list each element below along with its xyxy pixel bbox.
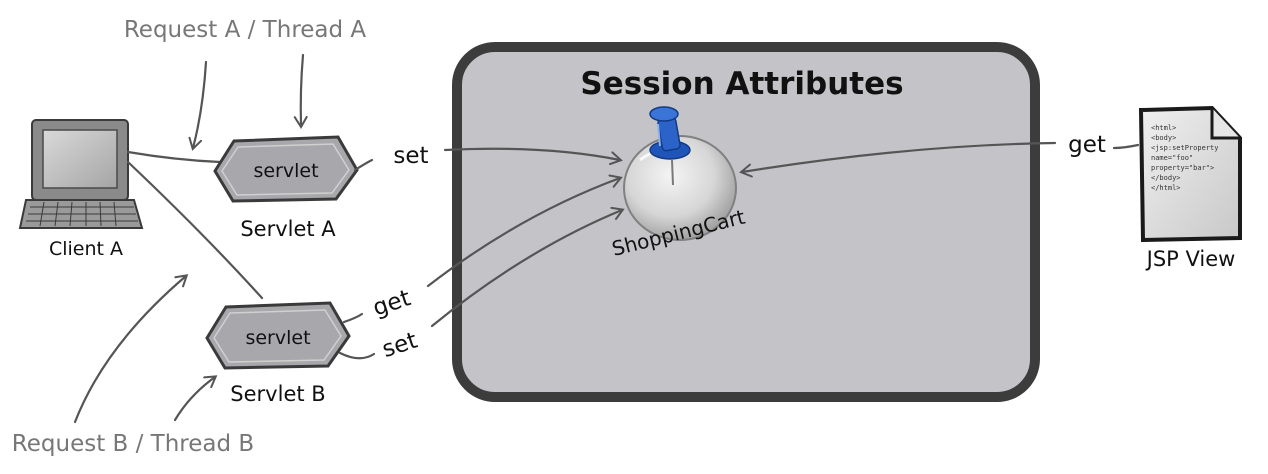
servlet-a-shape-text: servlet [253,160,318,182]
jsp-code-line: name="foo" [1151,154,1193,162]
jsp-code-line: </html> [1151,184,1181,192]
servlet-b-label: Servlet B [230,382,325,406]
servlet-a-label: Servlet A [240,217,336,241]
request-b: Request B / Thread B [12,274,254,457]
jsp-label: JSP View [1145,247,1236,271]
servlet-a-set-arrow: set [353,143,623,172]
session-title: Session Attributes [580,66,903,102]
jsp-code-line: <jsp:setProperty [1151,144,1218,152]
jsp-code-line: <body> [1151,134,1176,142]
jsp-code-line: <html> [1151,124,1176,132]
jsp-code-lines: <html> <body> <jsp:setProperty name="foo… [1151,124,1218,192]
servlet-b-shape-text: servlet [245,327,310,349]
servlet-a[interactable]: servlet [213,135,359,203]
jsp-code-line: </body> [1151,174,1181,182]
jsp-get-arrow: get [739,132,1140,178]
servlet-a-set-label: set [393,143,428,169]
push-pin-icon [649,106,691,186]
client-computer-icon [18,119,144,229]
jsp-code-line: property="bar"> [1151,164,1214,172]
jsp-page-icon: <html> <body> <jsp:setProperty name="foo… [1138,105,1242,243]
servlet-b-set-label: set [379,328,420,364]
servlet-b[interactable]: servlet [205,301,351,370]
client-connections [126,150,264,300]
request-a-label: Request A / Thread A [124,17,367,43]
client-label: Client A [49,238,123,260]
request-a: Request A / Thread A [124,17,367,151]
servlet-b-get-label: get [370,285,414,321]
jsp-get-label: get [1068,132,1106,158]
session-box: Session Attributes [452,42,1040,402]
request-b-label: Request B / Thread B [12,431,254,457]
